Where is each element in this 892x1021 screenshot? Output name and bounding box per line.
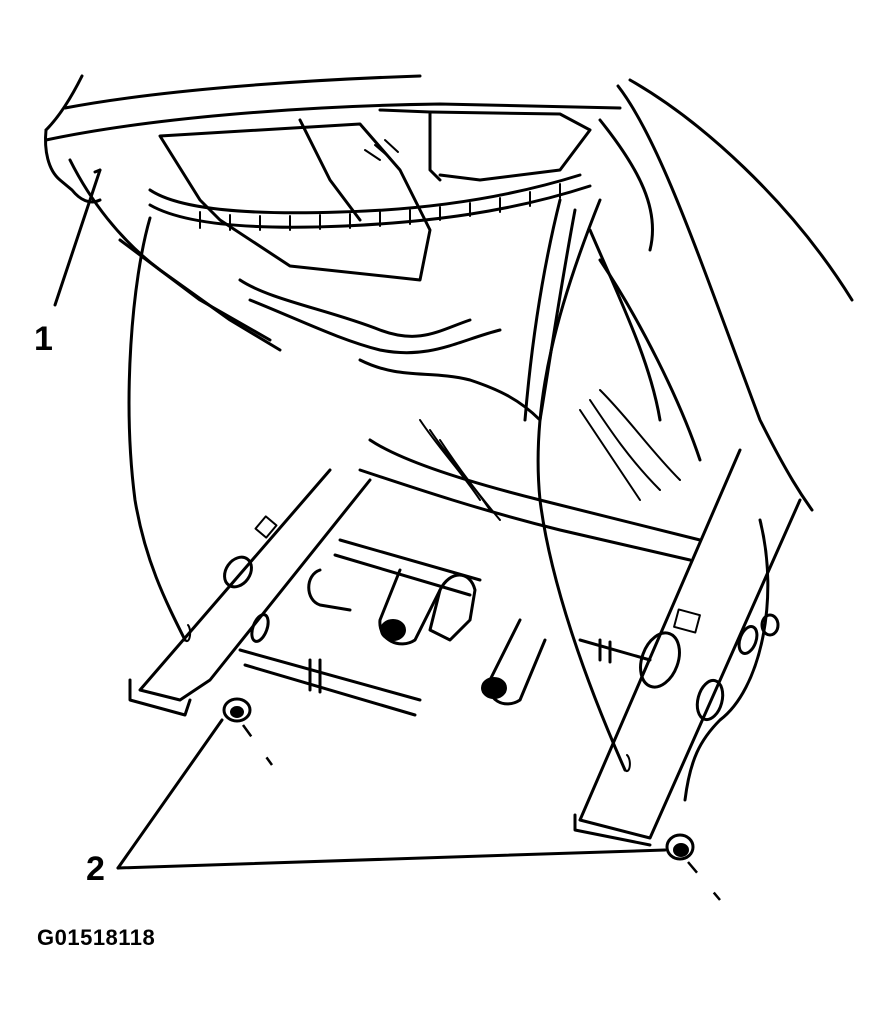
seat-motors (238, 538, 652, 717)
callout-2-label: 2 (86, 850, 105, 888)
control-module (158, 108, 592, 282)
wiring-harness (148, 173, 702, 521)
seat-cushion-outline (44, 74, 854, 512)
callout-1-leaders (53, 168, 631, 772)
callout-1-label: 1 (34, 320, 53, 358)
callout-2-leaders (116, 718, 667, 870)
figure-id: G01518118 (37, 925, 156, 950)
frame-holes (223, 515, 780, 722)
seat-frame (68, 158, 802, 847)
mounting-nuts (222, 697, 721, 901)
